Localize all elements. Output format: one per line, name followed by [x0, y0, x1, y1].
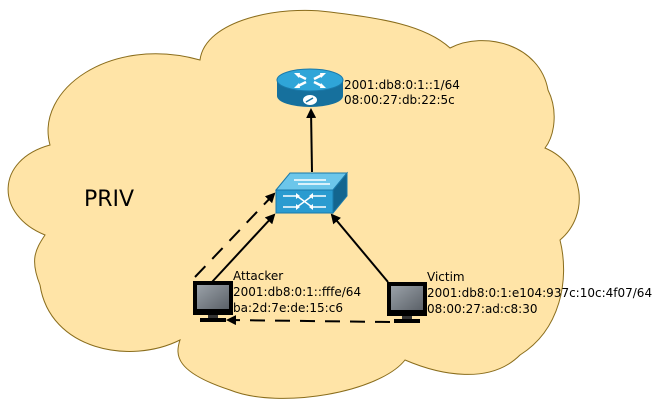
- attacker-computer-icon[interactable]: [193, 281, 233, 322]
- victim-name-label: Victim: [427, 270, 465, 284]
- victim-mac-label: 08:00:27:ad:c8:30: [427, 302, 538, 316]
- link-attacker-switch: [211, 213, 276, 283]
- dashed-attacker-to-switch: [194, 192, 276, 278]
- victim-computer-icon[interactable]: [387, 282, 427, 323]
- link-switch-router: [306, 108, 317, 173]
- zone-label: PRIV: [84, 187, 135, 212]
- router-icon[interactable]: [276, 68, 344, 107]
- switch-icon[interactable]: [274, 171, 349, 215]
- attacker-name-label: Attacker: [233, 269, 284, 283]
- dashed-victim-to-attacker: [226, 315, 391, 326]
- attacker-ip-label: 2001:db8:0:1::fffe/64: [233, 285, 362, 299]
- router-ip-label: 2001:db8:0:1::1/64: [344, 78, 460, 92]
- router-mac-label: 08:00:27:db:22:5c: [344, 93, 455, 107]
- link-victim-switch: [330, 213, 389, 283]
- victim-ip-label: 2001:db8:0:1:e104:937c:10c:4f07/64: [427, 286, 653, 300]
- attacker-mac-label: ba:2d:7e:de:15:c6: [233, 301, 343, 315]
